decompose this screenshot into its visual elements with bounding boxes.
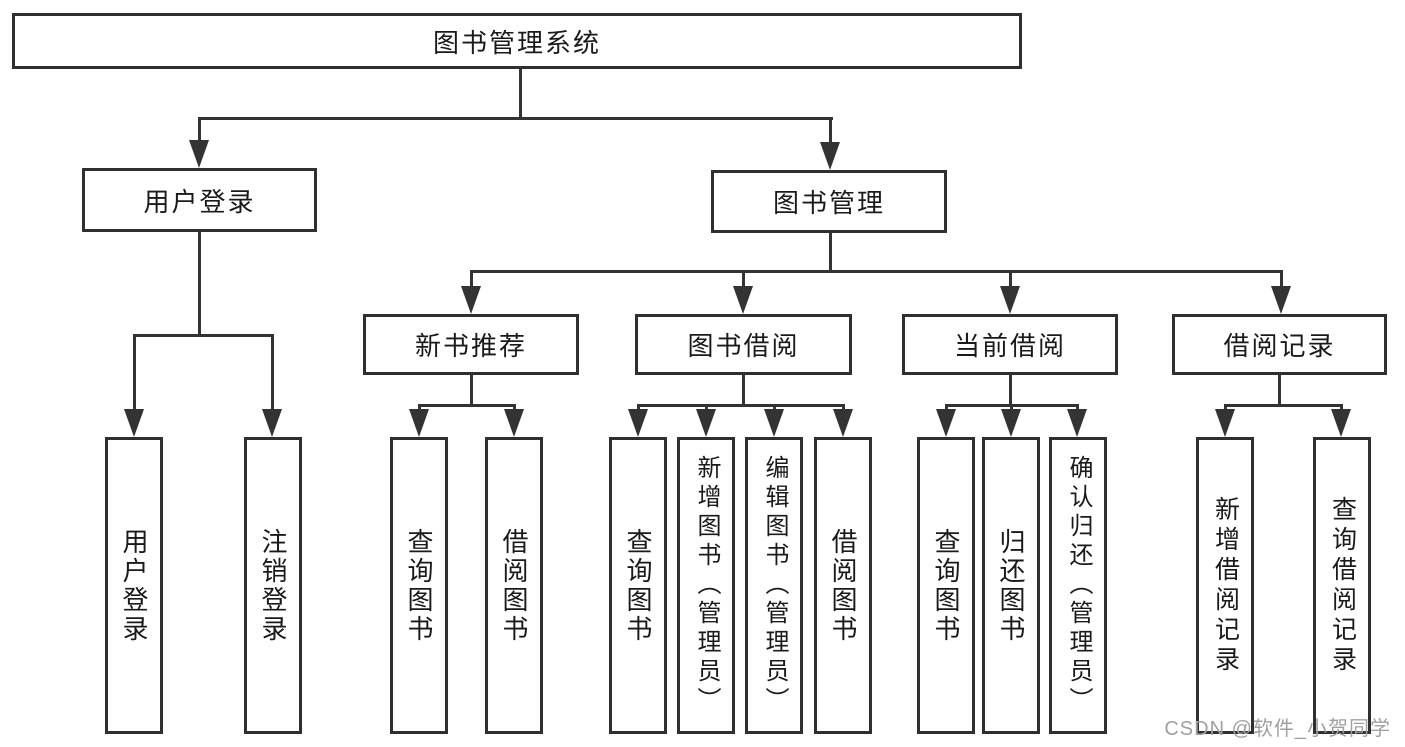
connector-line	[842, 404, 845, 413]
node-root: 图书管理系统	[12, 13, 1022, 69]
node-user-login: 用户登录	[82, 168, 317, 232]
connector-line	[1280, 270, 1283, 288]
arrow-down-icon	[262, 409, 282, 437]
leaf-logout: 注销登录	[244, 437, 302, 734]
arrow-down-icon	[936, 409, 956, 437]
leaf-edit-books-admin-label: 编辑图书（管理员）	[761, 455, 788, 716]
leaf-query-borrow-record: 查询借阅记录	[1313, 437, 1371, 734]
connector-line	[198, 117, 201, 142]
node-current-borrowing: 当前借阅	[902, 314, 1118, 375]
arrow-down-icon	[1331, 409, 1351, 437]
arrow-down-icon	[124, 409, 144, 437]
leaf-query-books-borrowing: 查询图书	[609, 437, 667, 734]
node-user-login-label: 用户登录	[143, 186, 256, 217]
node-book-borrowing: 图书借阅	[635, 314, 852, 375]
node-book-borrowing-label: 图书借阅	[687, 331, 800, 361]
leaf-confirm-return-admin-label: 确认归还（管理员）	[1065, 455, 1092, 716]
leaf-borrow-books-recommend-label: 借阅图书	[499, 527, 529, 644]
connector-line	[1009, 375, 1012, 407]
node-book-management-label: 图书管理	[772, 188, 885, 218]
connector-line	[133, 334, 274, 337]
connector-line	[1009, 270, 1012, 288]
connector-line	[829, 117, 832, 142]
arrow-down-icon	[1215, 409, 1235, 437]
leaf-query-books-current-label: 查询图书	[931, 527, 961, 644]
leaf-query-books-current: 查询图书	[917, 437, 975, 734]
arrow-down-icon	[1067, 409, 1087, 437]
node-root-label: 图书管理系统	[432, 27, 601, 58]
arrow-down-icon	[1001, 409, 1021, 437]
leaf-return-books-label: 归还图书	[996, 527, 1026, 644]
leaf-add-books-admin-label: 新增图书（管理员）	[693, 455, 720, 716]
connector-line	[198, 117, 833, 120]
leaf-edit-books-admin: 编辑图书（管理员）	[745, 437, 803, 734]
arrow-down-icon	[409, 409, 429, 437]
connector-line	[945, 404, 948, 413]
node-current-borrowing-label: 当前借阅	[953, 331, 1066, 361]
arrow-down-icon	[820, 142, 840, 170]
connector-line	[470, 270, 1283, 273]
arrow-down-icon	[833, 409, 853, 437]
connector-line	[470, 375, 473, 407]
arrow-down-icon	[628, 409, 648, 437]
node-book-management: 图书管理	[711, 170, 947, 233]
connector-line	[133, 334, 136, 411]
leaf-borrow-books-recommend: 借阅图书	[485, 437, 543, 734]
leaf-add-borrow-record-label: 新增借阅记录	[1211, 495, 1240, 676]
connector-line	[519, 68, 522, 118]
leaf-user-login-label: 用户登录	[119, 527, 149, 644]
leaf-query-books-recommend: 查询图书	[390, 437, 448, 734]
node-new-book-recommend-label: 新书推荐	[414, 331, 527, 361]
connector-line	[1340, 404, 1343, 413]
connector-line	[418, 404, 516, 407]
connector-line	[705, 404, 708, 413]
arrow-down-icon	[696, 409, 716, 437]
connector-line	[742, 375, 745, 407]
connector-line	[1278, 375, 1281, 407]
node-new-book-recommend: 新书推荐	[363, 314, 579, 375]
connector-line	[829, 233, 832, 273]
connector-line	[637, 404, 845, 407]
connector-line	[418, 404, 421, 413]
connector-line	[742, 270, 745, 288]
leaf-add-borrow-record: 新增借阅记录	[1196, 437, 1254, 734]
connector-line	[513, 404, 516, 413]
csdn-watermark: CSDN @软件_小贺同学	[1164, 718, 1391, 740]
arrow-down-icon	[461, 286, 481, 314]
arrow-down-icon	[733, 286, 753, 314]
connector-line	[1224, 404, 1227, 413]
node-borrow-records-label: 借阅记录	[1223, 331, 1336, 361]
leaf-query-books-borrowing-label: 查询图书	[623, 527, 653, 644]
leaf-return-books: 归还图书	[982, 437, 1040, 734]
connector-line	[773, 404, 776, 413]
leaf-logout-label: 注销登录	[258, 527, 288, 644]
connector-line	[470, 270, 473, 288]
leaf-borrow-books: 借阅图书	[814, 437, 872, 734]
arrow-down-icon	[504, 409, 524, 437]
leaf-borrow-books-label: 借阅图书	[828, 527, 858, 644]
connector-line	[198, 232, 201, 337]
connector-line	[637, 404, 640, 413]
connector-line	[1076, 404, 1079, 413]
arrow-down-icon	[1000, 286, 1020, 314]
leaf-query-borrow-record-label: 查询借阅记录	[1328, 495, 1357, 676]
leaf-confirm-return-admin: 确认归还（管理员）	[1049, 437, 1107, 734]
leaf-user-login: 用户登录	[105, 437, 163, 734]
arrow-down-icon	[189, 140, 209, 168]
leaf-query-books-recommend-label: 查询图书	[404, 527, 434, 644]
connector-line	[1010, 404, 1013, 413]
arrow-down-icon	[764, 409, 784, 437]
connector-line	[1224, 404, 1343, 407]
leaf-add-books-admin: 新增图书（管理员）	[677, 437, 735, 734]
node-borrow-records: 借阅记录	[1172, 314, 1387, 375]
connector-line	[271, 334, 274, 411]
arrow-down-icon	[1271, 286, 1291, 314]
